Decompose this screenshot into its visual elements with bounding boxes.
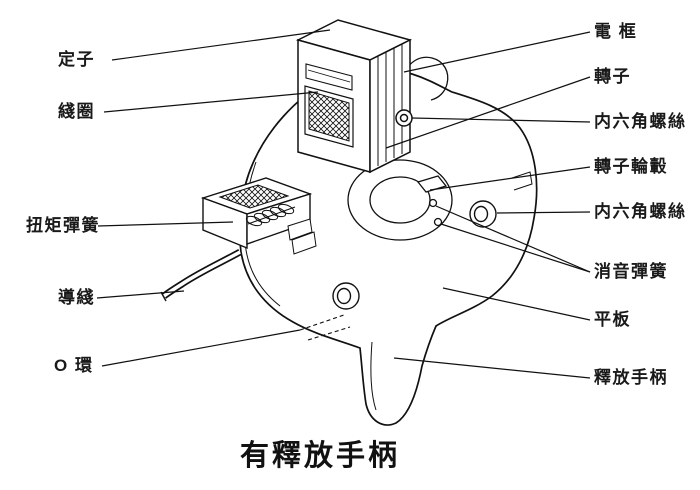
damper-spring-icon [428, 198, 438, 208]
o-ring-label: O 環 [54, 356, 94, 375]
hex-screw-label-1: 内六角螺絲 [594, 112, 687, 131]
figure-title: 有釋放手柄 [239, 440, 400, 472]
hex-screw-holes [332, 200, 497, 310]
torque-spring-block [200, 177, 317, 255]
stator-label: 定子 [58, 50, 95, 69]
leader-hex-screw-2 [496, 211, 591, 214]
leader-hex-screw-1 [411, 117, 591, 123]
leader-stator [111, 29, 331, 61]
leader-rotor-hub [429, 166, 591, 191]
lead-wire-label: 導綫 [58, 288, 95, 307]
leader-damper-spring-b [440, 223, 591, 273]
rotor-hub [347, 159, 453, 241]
rotor-label: 轉子 [594, 67, 631, 86]
leader-armature [403, 31, 591, 73]
coil-label: 綫圈 [58, 102, 95, 121]
plate-label: 平板 [594, 310, 631, 329]
hex-screw-label-2: 内六角螺絲 [594, 202, 687, 221]
torque-spring-label: 扭矩彈簧 [26, 216, 100, 235]
coil-hatch [308, 90, 350, 142]
o-ring-hidden-line [299, 314, 351, 341]
leader-coil [103, 91, 319, 113]
leader-o-ring [101, 329, 301, 367]
armature-label: 電 框 [594, 22, 638, 41]
leader-plate [442, 287, 591, 321]
torque-spring-coils [245, 203, 296, 227]
lead-wire [160, 248, 242, 302]
leader-torque-spring [97, 221, 234, 227]
spring-hatch [218, 184, 290, 209]
leader-lines [96, 29, 591, 379]
leader-damper-spring-a [435, 205, 591, 273]
leader-release-handle [393, 357, 591, 379]
leader-rotor [385, 76, 591, 149]
damper-spring-icon [433, 217, 443, 227]
stator-block [295, 19, 413, 174]
release-handle-label: 釋放手柄 [594, 368, 668, 387]
leader-lead-wire [96, 290, 185, 299]
damper-spring-label: 消音彈簧 [594, 262, 668, 281]
rotor-hub-label: 轉子輪轂 [594, 157, 668, 176]
